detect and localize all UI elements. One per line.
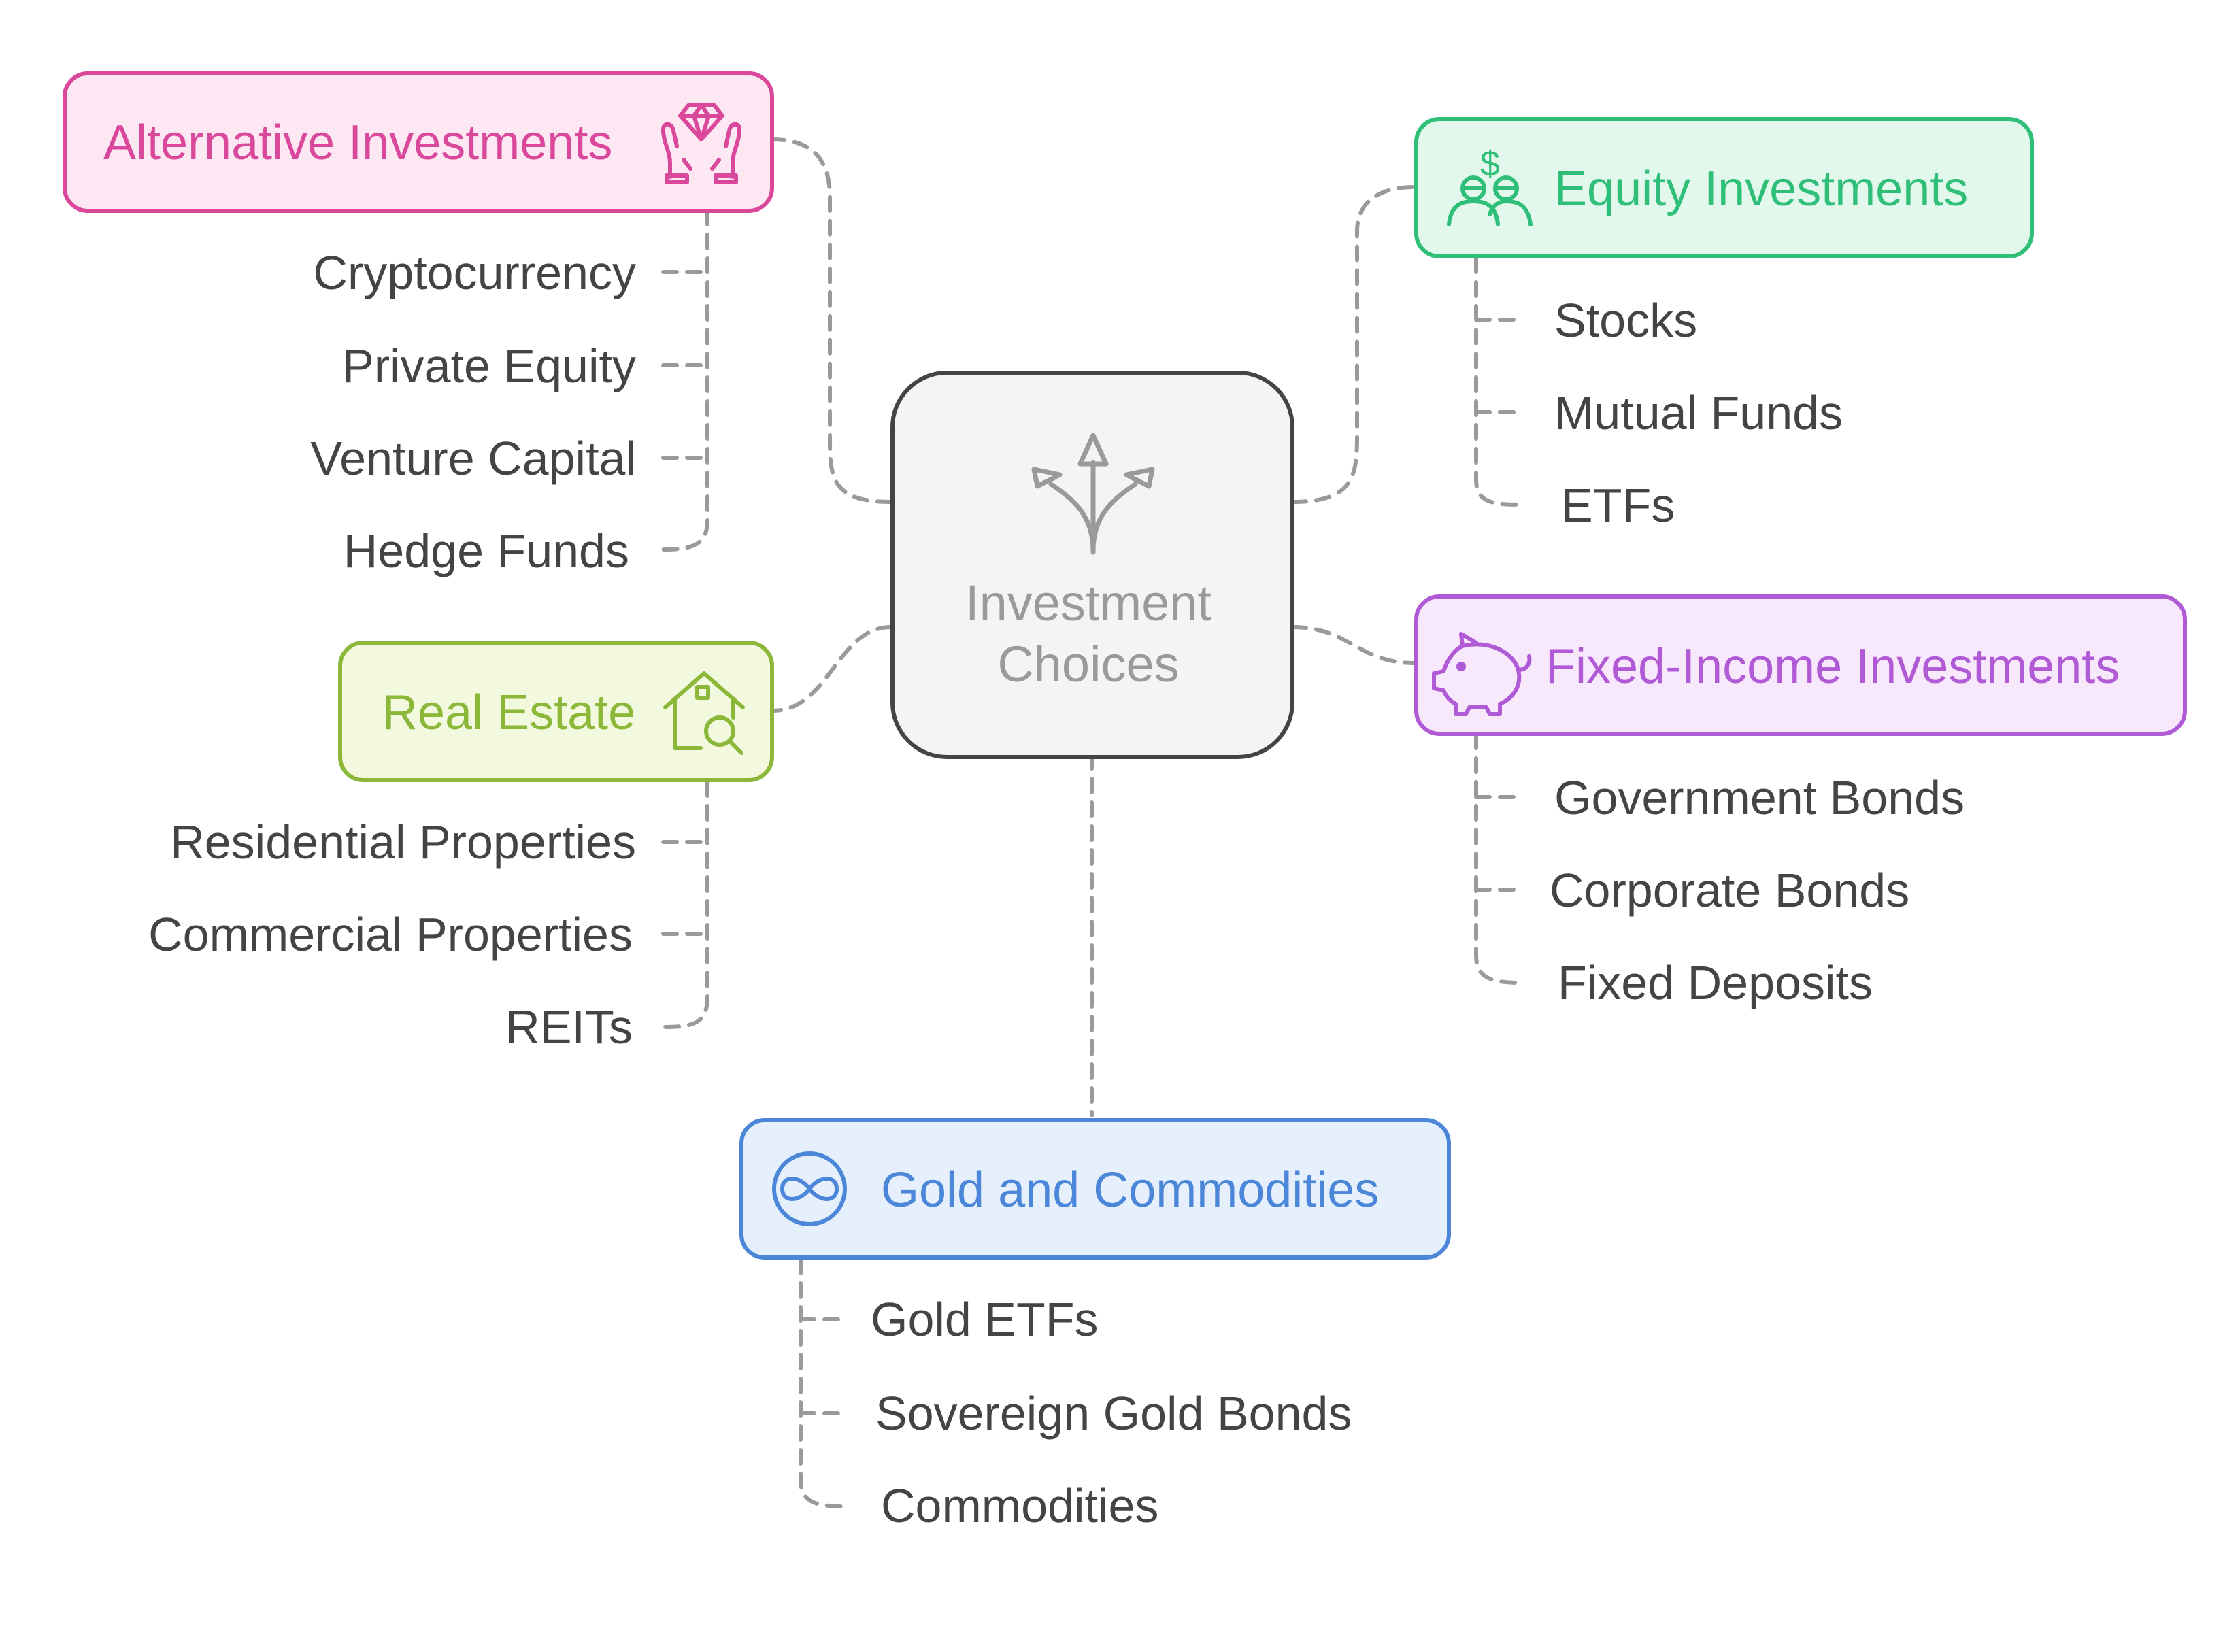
- category-alternative: Alternative Investments: [63, 71, 774, 213]
- center-node: Investment Choices: [890, 371, 1294, 759]
- category-real-estate: Real Estate: [338, 641, 774, 782]
- gold-item: Gold ETFs: [871, 1293, 1099, 1346]
- real-estate-items: Residential Properties Commercial Proper…: [148, 815, 636, 1053]
- branch-fixed-income-trunk: [1474, 732, 1526, 985]
- connector-equity: [1290, 185, 1417, 504]
- category-gold-box: [739, 1118, 1451, 1260]
- gold-item: Sovereign Gold Bonds: [875, 1387, 1352, 1440]
- alternative-item: Cryptocurrency: [313, 246, 636, 299]
- category-real-estate-box: [338, 641, 774, 782]
- gold-item: Commodities: [881, 1479, 1158, 1532]
- real-estate-item: REITs: [505, 1000, 633, 1053]
- category-gold-label: Gold and Commodities: [881, 1163, 1379, 1217]
- category-alternative-label: Alternative Investments: [103, 116, 612, 170]
- equity-item: ETFs: [1561, 479, 1675, 532]
- fixed-income-item: Government Bonds: [1554, 771, 1965, 824]
- alternative-item: Venture Capital: [310, 432, 636, 485]
- branch-real-estate-trunk: [661, 780, 709, 1029]
- piggy-bank-icon: [1432, 632, 1532, 716]
- real-estate-item: Residential Properties: [170, 815, 636, 869]
- category-gold: Gold and Commodities: [739, 1118, 1451, 1260]
- gem-in-hands-icon: [661, 103, 741, 184]
- category-alternative-box: [63, 71, 774, 213]
- svg-text:$: $: [1480, 144, 1500, 184]
- connector-fixed-income: [1290, 625, 1417, 665]
- branch-connectors: [661, 209, 1526, 1508]
- real-estate-item: Commercial Properties: [148, 908, 633, 961]
- center-title-line2: Choices: [997, 636, 1179, 692]
- infinity-circle-icon: [772, 1151, 847, 1226]
- gold-items: Gold ETFs Sovereign Gold Bonds Commoditi…: [871, 1293, 1352, 1532]
- alternative-item: Private Equity: [342, 339, 636, 392]
- fixed-income-items: Government Bonds Corporate Bonds Fixed D…: [1550, 771, 1965, 1009]
- category-fixed-income-label: Fixed-Income Investments: [1545, 639, 2120, 694]
- alternative-items: Cryptocurrency Private Equity Venture Ca…: [310, 246, 636, 577]
- equity-items: Stocks Mutual Funds ETFs: [1554, 294, 1843, 532]
- category-equity-label: Equity Investments: [1554, 162, 1968, 216]
- branch-equity-trunk: [1474, 256, 1526, 507]
- equity-item: Stocks: [1554, 294, 1697, 347]
- alternative-item: Hedge Funds: [344, 524, 629, 577]
- house-search-icon: [663, 671, 745, 755]
- diverging-arrows-icon: [1031, 433, 1155, 555]
- equity-item: Mutual Funds: [1554, 386, 1843, 439]
- category-equity: Equity Investments $: [1414, 117, 2034, 258]
- category-equity-box: [1414, 117, 2034, 258]
- investors-dollar-icon: $: [1447, 144, 1533, 226]
- center-connectors: [770, 137, 1417, 1117]
- center-title-line1: Investment: [965, 575, 1211, 631]
- category-fixed-income: Fixed-Income Investments: [1414, 594, 2187, 736]
- branch-alternative-trunk: [661, 209, 709, 552]
- fixed-income-item: Fixed Deposits: [1558, 956, 1873, 1009]
- category-real-estate-label: Real Estate: [382, 686, 635, 740]
- center-node-box: [890, 371, 1294, 759]
- fixed-income-item: Corporate Bonds: [1550, 864, 1909, 917]
- connector-alternative: [770, 137, 893, 504]
- branch-gold-trunk: [799, 1258, 849, 1508]
- category-fixed-income-box: [1414, 594, 2187, 736]
- connector-real-estate: [770, 625, 893, 713]
